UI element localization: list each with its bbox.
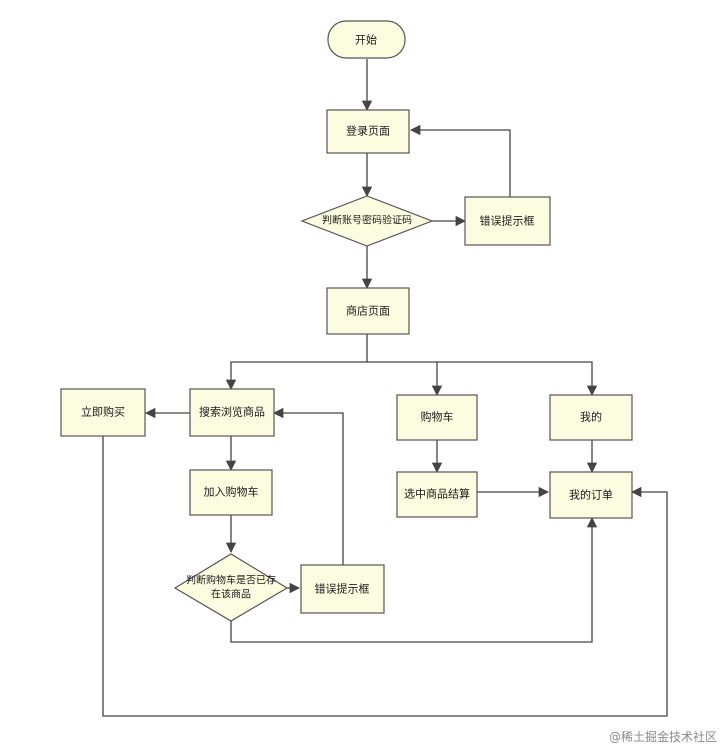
select-checkout-label: 选中商品结算 [404,487,470,501]
select-checkout-node[interactable] [396,471,478,518]
add-cart-label: 加入购物车 [204,485,259,499]
my-orders-node[interactable] [549,471,633,519]
start-node[interactable] [327,20,406,59]
edge-shop-to-search [225,361,367,391]
buy-now-node[interactable] [60,388,146,437]
mine-node[interactable] [549,394,633,441]
error-cart-label: 错误提示框 [315,582,370,596]
start-label: 开始 [355,33,377,47]
shop-page-label: 商店页面 [346,304,390,318]
cart-node[interactable] [396,394,478,441]
search-browse-node[interactable] [189,388,275,437]
edge-error-back-to-search [272,407,344,565]
edge-check-cart-to-orders [230,516,598,643]
login-page-label: 登录页面 [346,124,390,138]
buy-now-label: 立即购买 [81,405,125,419]
check-cart-label-line1: 判断购物车是否已存 [186,574,276,587]
edge-error-back-to-login [409,124,511,197]
my-orders-label: 我的订单 [569,488,613,502]
edge-buy-now-to-orders [102,436,668,717]
error-cart-node[interactable] [300,564,385,614]
shop-page-node[interactable] [326,287,410,335]
mine-label: 我的 [580,410,602,424]
add-cart-node[interactable] [189,469,273,516]
edge-shop-to-mine [366,334,598,397]
search-browse-label: 搜索浏览商品 [199,405,265,419]
check-account-node[interactable] [300,195,434,247]
login-page-node[interactable] [326,109,410,154]
check-cart-node[interactable] [173,553,289,622]
check-account-label: 判断账号密码验证码 [322,214,412,227]
error-login-node[interactable] [464,196,551,246]
watermark: @稀土掘金技术社区 [608,730,717,744]
error-login-label: 错误提示框 [480,214,535,228]
nodes [60,20,633,622]
check-cart-label-line2: 在该商品 [211,588,251,601]
node-labels: 开始 登录页面 判断账号密码验证码 错误提示框 商店页面 立即购买 搜索浏览商品… [81,33,613,601]
connectors [102,59,668,717]
cart-label: 购物车 [421,410,454,424]
